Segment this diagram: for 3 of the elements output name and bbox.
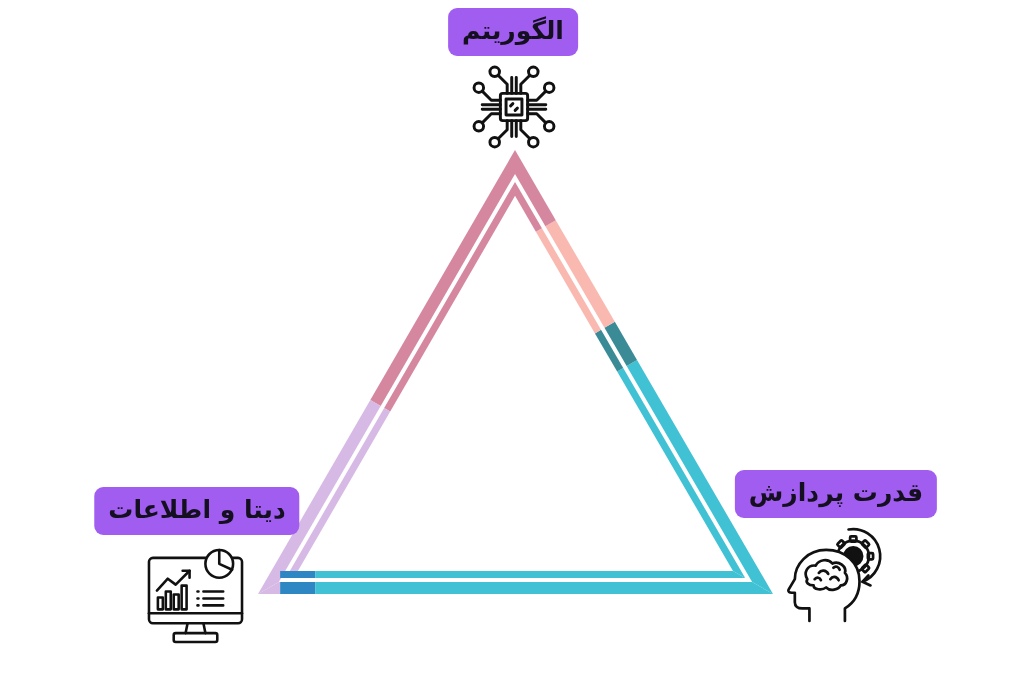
- concept-label: الگوریتم: [448, 8, 578, 56]
- concept-label: قدرت پردازش: [734, 470, 938, 518]
- concept-label: دیتا و اطلاعات: [94, 487, 300, 535]
